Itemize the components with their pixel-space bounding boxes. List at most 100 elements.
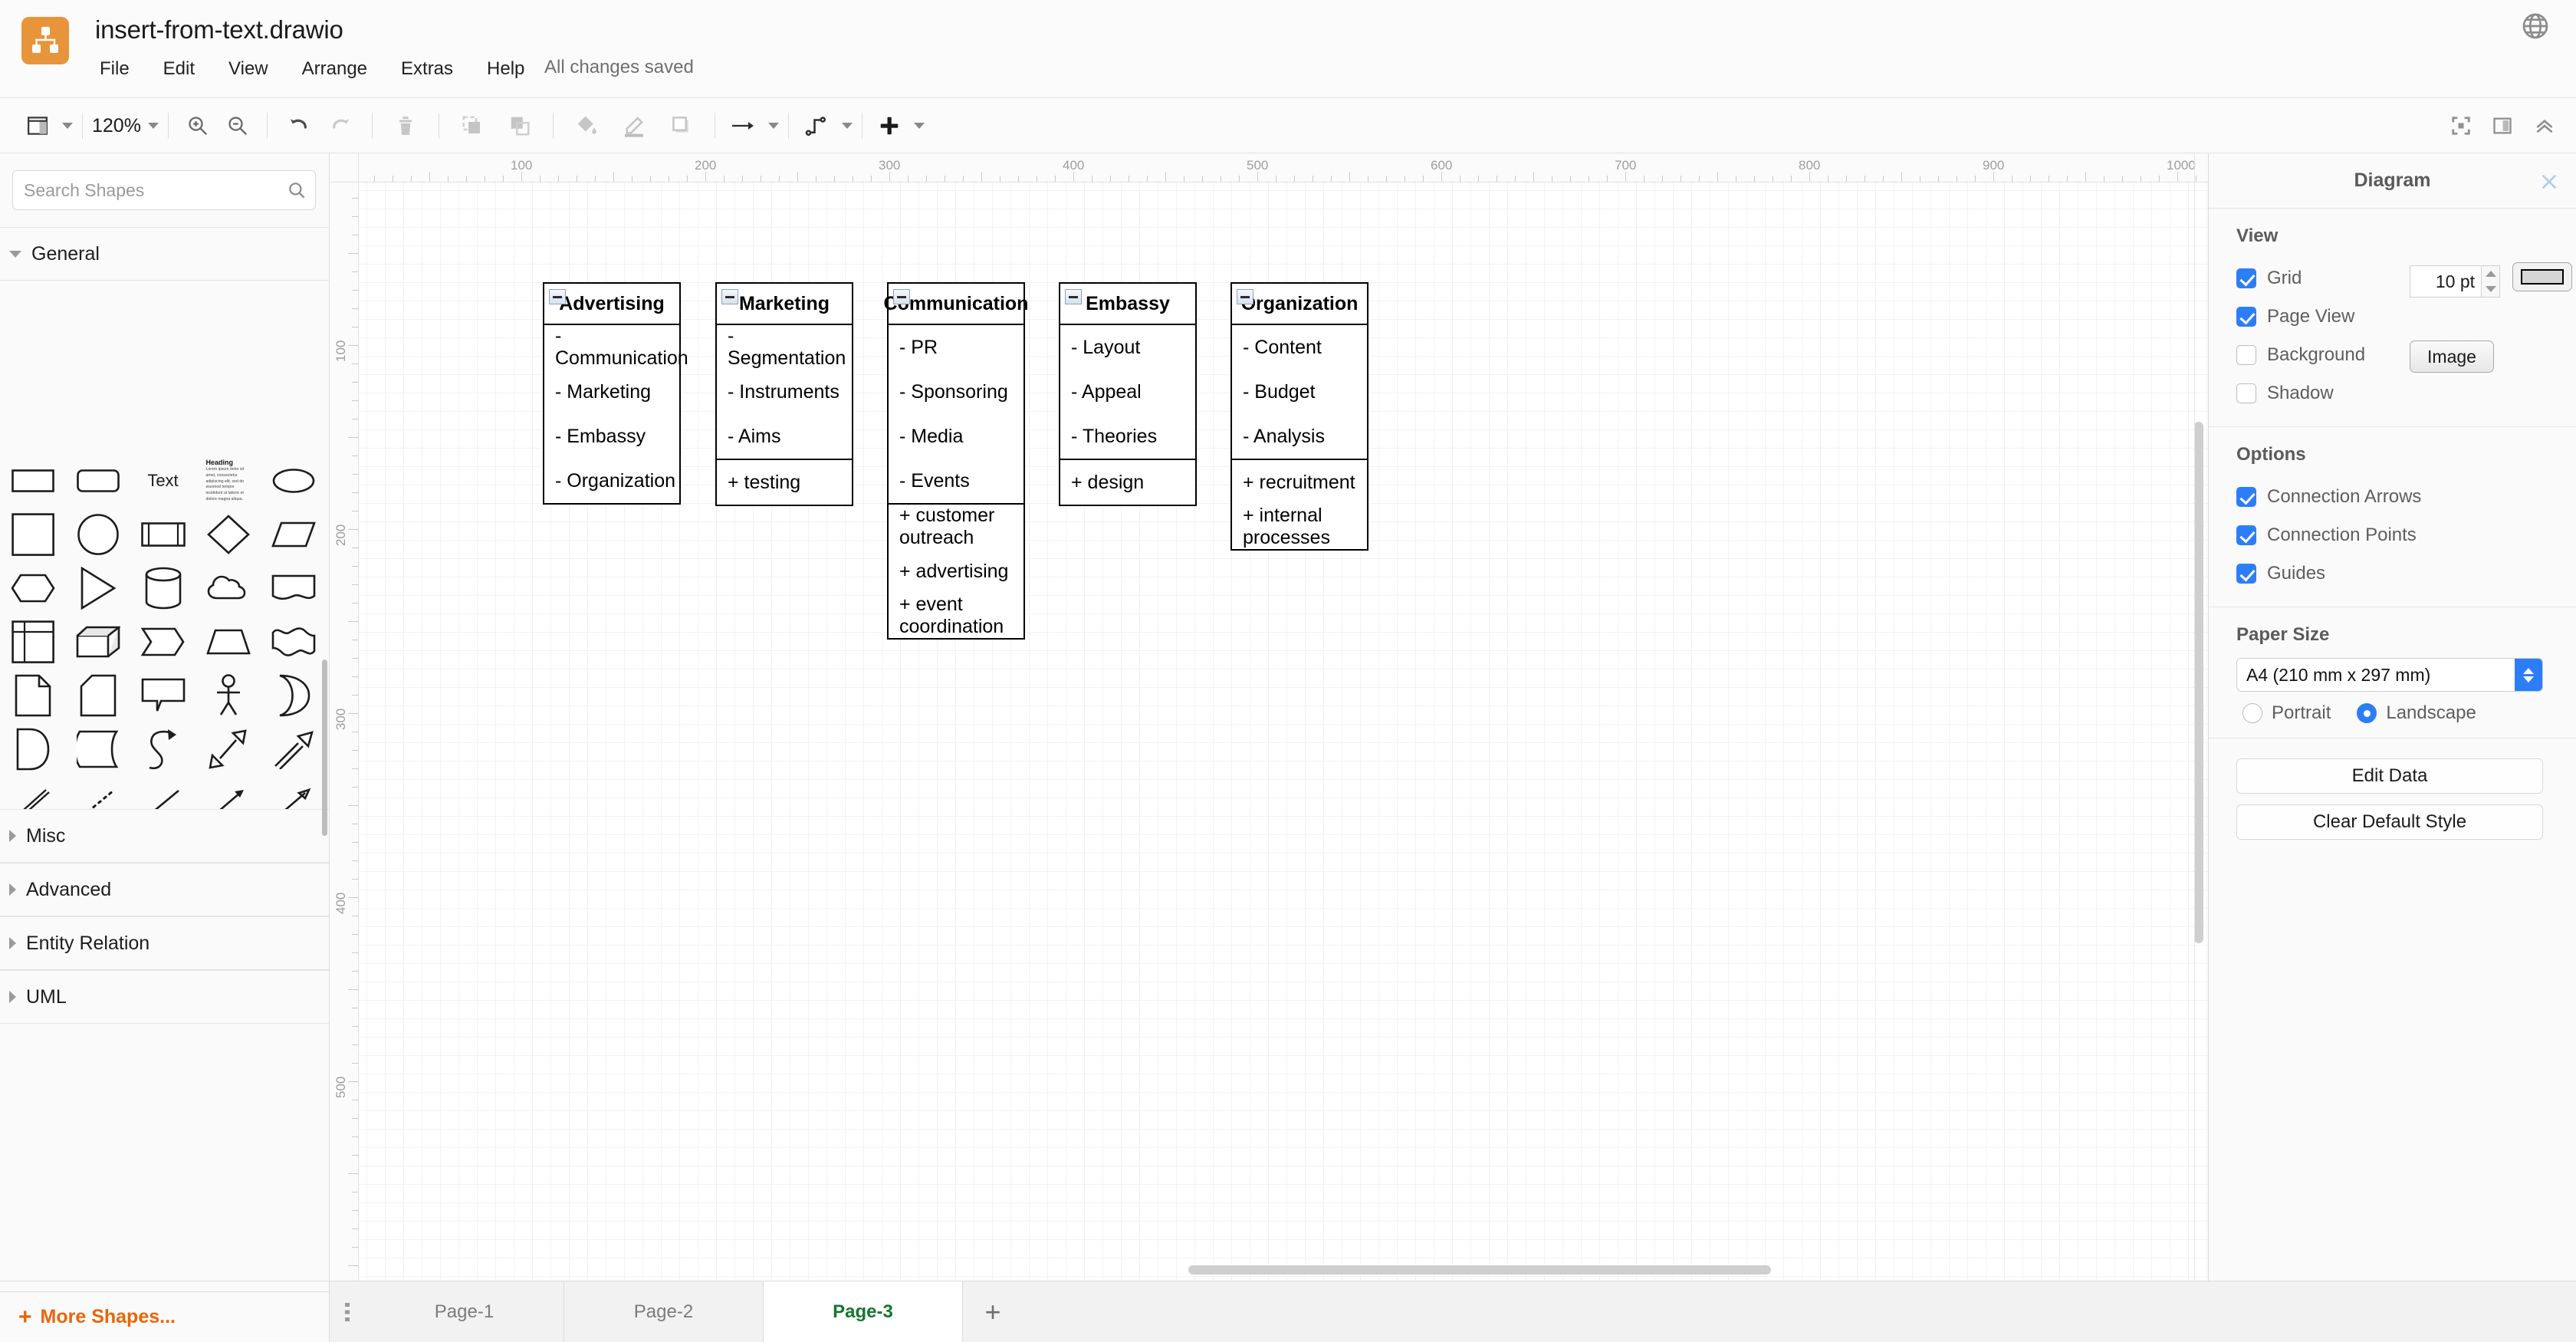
add-page-icon[interactable]: +	[984, 1295, 1001, 1327]
search-icon[interactable]	[287, 180, 307, 204]
uml-member-row[interactable]: - Media	[899, 425, 964, 447]
zoom-level-label[interactable]: 120%	[92, 114, 141, 137]
uml-member-row[interactable]: - Marketing	[555, 380, 652, 403]
shape-text[interactable]: Text	[130, 454, 196, 508]
shape-rhombus[interactable]	[196, 508, 261, 561]
diagram-canvas[interactable]: Advertising- Communication- Marketing- E…	[330, 153, 2208, 1281]
collapse-minus-icon[interactable]	[549, 289, 566, 304]
shape-document[interactable]	[261, 561, 326, 615]
uml-member-row[interactable]: - Analysis	[1243, 425, 1325, 447]
page-menu-icon[interactable]	[330, 1281, 365, 1342]
shape-or[interactable]	[261, 669, 326, 722]
shape-triangle[interactable]	[65, 561, 130, 615]
page-view-checkbox[interactable]	[2236, 307, 2256, 327]
shape-actor[interactable]	[196, 669, 261, 722]
uml-member-row[interactable]: + design	[1071, 471, 1145, 493]
shape-ellipse[interactable]	[261, 454, 326, 508]
view-layout-icon[interactable]	[20, 98, 55, 153]
collapse-minus-icon[interactable]	[1237, 289, 1254, 304]
menu-edit[interactable]: Edit	[163, 58, 196, 79]
background-checkbox[interactable]	[2236, 345, 2256, 365]
search-input[interactable]	[12, 170, 316, 210]
uml-member-row[interactable]: + testing	[728, 471, 801, 493]
collapse-minus-icon[interactable]	[721, 289, 738, 304]
grid-size-input[interactable]: 10 pt	[2410, 265, 2482, 298]
uml-class-shape[interactable]: Communication- PR- Sponsoring- Media- Ev…	[884, 282, 1028, 640]
shape-callout[interactable]	[130, 669, 196, 722]
zoom-out-icon[interactable]	[218, 98, 258, 153]
sidebar-scrollbar[interactable]	[322, 659, 327, 836]
grid-size-stepper[interactable]	[2482, 265, 2500, 298]
shape-rectangle[interactable]	[0, 454, 65, 508]
shape-cube[interactable]	[65, 615, 130, 669]
background-image-button[interactable]: Image	[2410, 340, 2494, 373]
uml-class-shape[interactable]: Organization- Content- Budget- Analysis+…	[1230, 282, 1368, 551]
uml-member-row[interactable]: - Aims	[728, 425, 781, 447]
shape-cylinder[interactable]	[130, 561, 196, 615]
vertical-scrollbar[interactable]	[2194, 422, 2203, 943]
shape-card[interactable]	[65, 669, 130, 722]
grid-checkbox[interactable]	[2236, 268, 2256, 288]
uml-member-row[interactable]: - Layout	[1071, 336, 1141, 358]
view-layout-caret-icon[interactable]	[62, 123, 73, 129]
sidebar-section-entity-relation[interactable]: Entity Relation	[0, 916, 329, 970]
uml-member-row[interactable]: - Events	[899, 469, 970, 492]
sidebar-section-advanced[interactable]: Advanced	[0, 863, 329, 916]
page-sheet[interactable]: Advertising- Communication- Marketing- E…	[359, 183, 2208, 1281]
shape-square[interactable]	[0, 508, 65, 561]
uml-member-row[interactable]: - Organization	[555, 469, 676, 492]
uml-member-row[interactable]: - Communication	[555, 325, 688, 369]
undo-icon[interactable]	[277, 98, 320, 153]
shape-hexagon[interactable]	[0, 561, 65, 615]
shape-cloud[interactable]	[196, 561, 261, 615]
shape-circle[interactable]	[65, 508, 130, 561]
chevron-updown-icon[interactable]	[2515, 659, 2542, 691]
uml-member-row[interactable]: - Instruments	[728, 380, 840, 403]
uml-class-shape[interactable]: Marketing- Segmentation- Instruments- Ai…	[715, 282, 853, 506]
uml-member-row[interactable]: - Appeal	[1071, 380, 1142, 403]
menu-view[interactable]: View	[228, 58, 268, 79]
shape-textbox[interactable]: Heading Lorem ipsum dolor sit amet, cons…	[196, 454, 261, 508]
connection-points-checkbox[interactable]	[2236, 525, 2256, 545]
plus-insert-icon[interactable]	[872, 98, 907, 153]
format-panel-icon[interactable]	[2492, 98, 2513, 153]
shape-bidirectional-arrow[interactable]	[196, 722, 261, 776]
chevron-up-icon[interactable]	[2533, 98, 2556, 153]
shadow-checkbox[interactable]	[2236, 383, 2256, 403]
close-icon[interactable]	[2539, 172, 2559, 192]
fullscreen-icon[interactable]	[2450, 98, 2472, 153]
uml-member-row[interactable]: + recruitment	[1243, 471, 1355, 493]
uml-member-row[interactable]: + customer outreach	[899, 505, 995, 548]
sidebar-section-uml[interactable]: UML	[0, 970, 329, 1024]
menu-help[interactable]: Help	[487, 58, 525, 79]
uml-member-row[interactable]: - PR	[899, 336, 938, 358]
stepper-up-icon[interactable]	[2485, 271, 2496, 277]
arrow-connection-icon[interactable]	[724, 98, 761, 153]
collapse-minus-icon[interactable]	[893, 289, 910, 304]
portrait-radio[interactable]	[2242, 703, 2262, 723]
shape-step[interactable]	[130, 615, 196, 669]
uml-member-row[interactable]: + advertising	[899, 560, 1009, 582]
shape-filled-arrow[interactable]	[261, 722, 326, 776]
clear-default-style-button[interactable]: Clear Default Style	[2236, 804, 2543, 840]
uml-member-row[interactable]: + internal processes	[1243, 505, 1330, 548]
uml-class-shape[interactable]: Advertising- Communication- Marketing- E…	[543, 282, 688, 505]
paper-size-select[interactable]: A4 (210 mm x 297 mm)	[2236, 658, 2543, 692]
page-tab-3[interactable]: Page-3	[764, 1281, 963, 1342]
plus-insert-caret-icon[interactable]	[913, 123, 925, 129]
shape-trapezoid[interactable]	[196, 615, 261, 669]
uml-member-row[interactable]: - Content	[1243, 336, 1322, 358]
uml-member-row[interactable]: - Segmentation	[728, 325, 846, 369]
more-shapes-button[interactable]: + More Shapes...	[0, 1291, 329, 1342]
sidebar-section-general[interactable]: General	[0, 227, 329, 281]
uml-member-row[interactable]: - Sponsoring	[899, 380, 1008, 403]
zoom-in-icon[interactable]	[178, 98, 218, 153]
zoom-caret-icon[interactable]	[147, 123, 159, 129]
globe-icon[interactable]	[2520, 11, 2551, 41]
landscape-radio[interactable]	[2357, 703, 2377, 723]
uml-member-row[interactable]: - Theories	[1071, 425, 1158, 447]
shape-data-storage[interactable]	[65, 722, 130, 776]
uml-member-row[interactable]: + event coordination	[899, 594, 1004, 637]
uml-member-row[interactable]: - Budget	[1243, 380, 1316, 403]
shape-process[interactable]	[130, 508, 196, 561]
